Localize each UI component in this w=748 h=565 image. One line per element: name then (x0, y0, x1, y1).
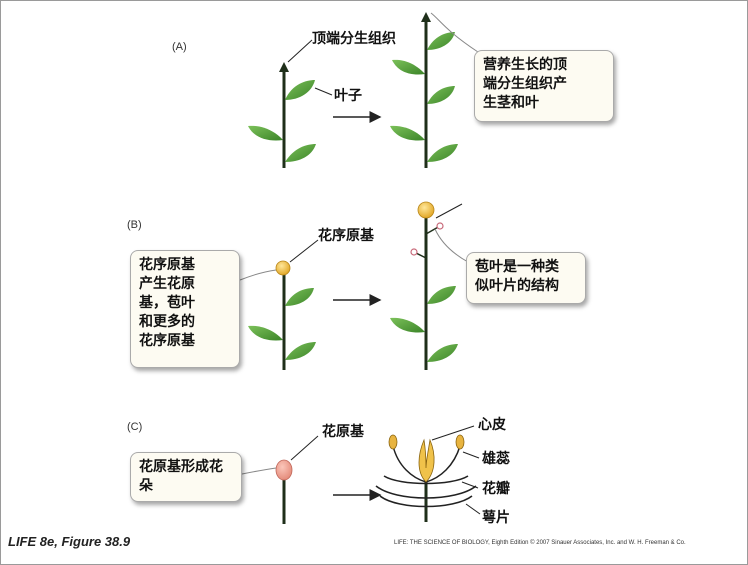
callout-c-tail (241, 467, 277, 475)
callout-line: 花序原基 (139, 333, 195, 349)
panel-b-grown-plant (390, 218, 458, 370)
leaf-shape (427, 144, 458, 162)
floral-meristem-label: 花原基 (322, 423, 365, 440)
callout-line: 似叶片的结构 (475, 278, 559, 294)
callout-inflorescence-meristem: 花序原基 产生花原 基，苞叶 和更多的 花序原基 (130, 250, 240, 368)
panel-b-young-plant (248, 272, 316, 370)
callout-b-right-tail (434, 228, 469, 263)
callout-line: 端分生组织产 (483, 76, 567, 92)
callout-line: 花序原基 (139, 257, 195, 273)
leaf-shape (392, 59, 425, 75)
callout-bract: 苞叶是一种类 似叶片的结构 (466, 252, 586, 304)
stamen-label: 雄蕊 (481, 450, 510, 467)
sepal-label: 萼片 (482, 509, 510, 526)
carpel-pointer (431, 425, 475, 441)
stamen-pointer (462, 451, 480, 459)
stamen-filament (425, 445, 461, 483)
inflorescence-pointer-2 (435, 203, 463, 219)
callout-vegetative-meristem: 营养生长的顶 端分生组织产 生茎和叶 (474, 50, 614, 122)
panel-a-letter: (A) (172, 41, 187, 53)
leaf-shape (248, 125, 283, 141)
leaf-shape (427, 32, 455, 50)
callout-line: 营养生长的顶 (483, 57, 567, 73)
leaf-shape (390, 317, 425, 333)
panel-a-young-plant (248, 62, 316, 168)
leaf-shape (427, 86, 455, 104)
inflorescence-meristem-bud (275, 260, 291, 276)
apical-meristem-tip (279, 62, 289, 72)
callout-floral-meristem: 花原基形成花 朵 (130, 452, 242, 502)
floral-meristem-pointer (290, 435, 319, 461)
inflorescence-pointer (289, 239, 319, 263)
sepal-pointer (465, 503, 481, 515)
leaf-shape (285, 80, 315, 100)
callout-line: 和更多的 (139, 314, 195, 330)
callout-line: 苞叶是一种类 (475, 259, 559, 275)
leaf-shape (427, 286, 456, 304)
figure-reference: LIFE 8e, Figure 38.9 (8, 534, 131, 549)
leaf-pointer (314, 87, 333, 96)
bract-bud (410, 248, 418, 256)
callout-b-left-tail (239, 269, 277, 281)
floral-meristem-bud (275, 459, 293, 481)
panel-c-letter: (C) (127, 421, 142, 433)
inflorescence-meristem-bud (417, 201, 435, 219)
apical-meristem-label: 顶端分生组织 (312, 30, 396, 47)
stamen-anther (388, 434, 398, 450)
leaf-shape (285, 144, 316, 162)
panel-b-letter: (B) (127, 219, 142, 231)
petal-label: 花瓣 (482, 480, 510, 497)
callout-a-tail (430, 12, 479, 53)
copyright-credit: LIFE: THE SCIENCE OF BIOLOGY, Eighth Edi… (394, 540, 686, 546)
flower-diagram (375, 434, 477, 522)
sepal-arc (379, 495, 473, 508)
carpel-shape (418, 438, 435, 483)
leaf-label: 叶子 (334, 88, 362, 104)
panel-a-grown-plant (390, 12, 458, 168)
sepal-arc (375, 485, 477, 499)
callout-line: 产生花原 (139, 276, 195, 292)
bract-bud (436, 222, 444, 230)
callout-line: 花原基形成花 (139, 459, 223, 475)
leaf-shape (427, 344, 458, 362)
petal-pointer (461, 481, 479, 489)
leaf-shape (390, 125, 425, 141)
leaf-shape (248, 325, 283, 341)
stamen-filament (392, 445, 427, 483)
carpel-label: 心皮 (478, 416, 506, 433)
callout-line: 基，苞叶 (139, 295, 195, 311)
callout-line: 生茎和叶 (483, 95, 539, 111)
apical-meristem-pointer (287, 39, 313, 63)
callout-line: 朵 (139, 478, 153, 494)
leaf-shape (285, 288, 314, 306)
leaf-shape (285, 342, 316, 360)
stamen-anther (455, 434, 465, 450)
petal-arc (383, 475, 469, 485)
inflorescence-meristem-label: 花序原基 (318, 227, 375, 244)
